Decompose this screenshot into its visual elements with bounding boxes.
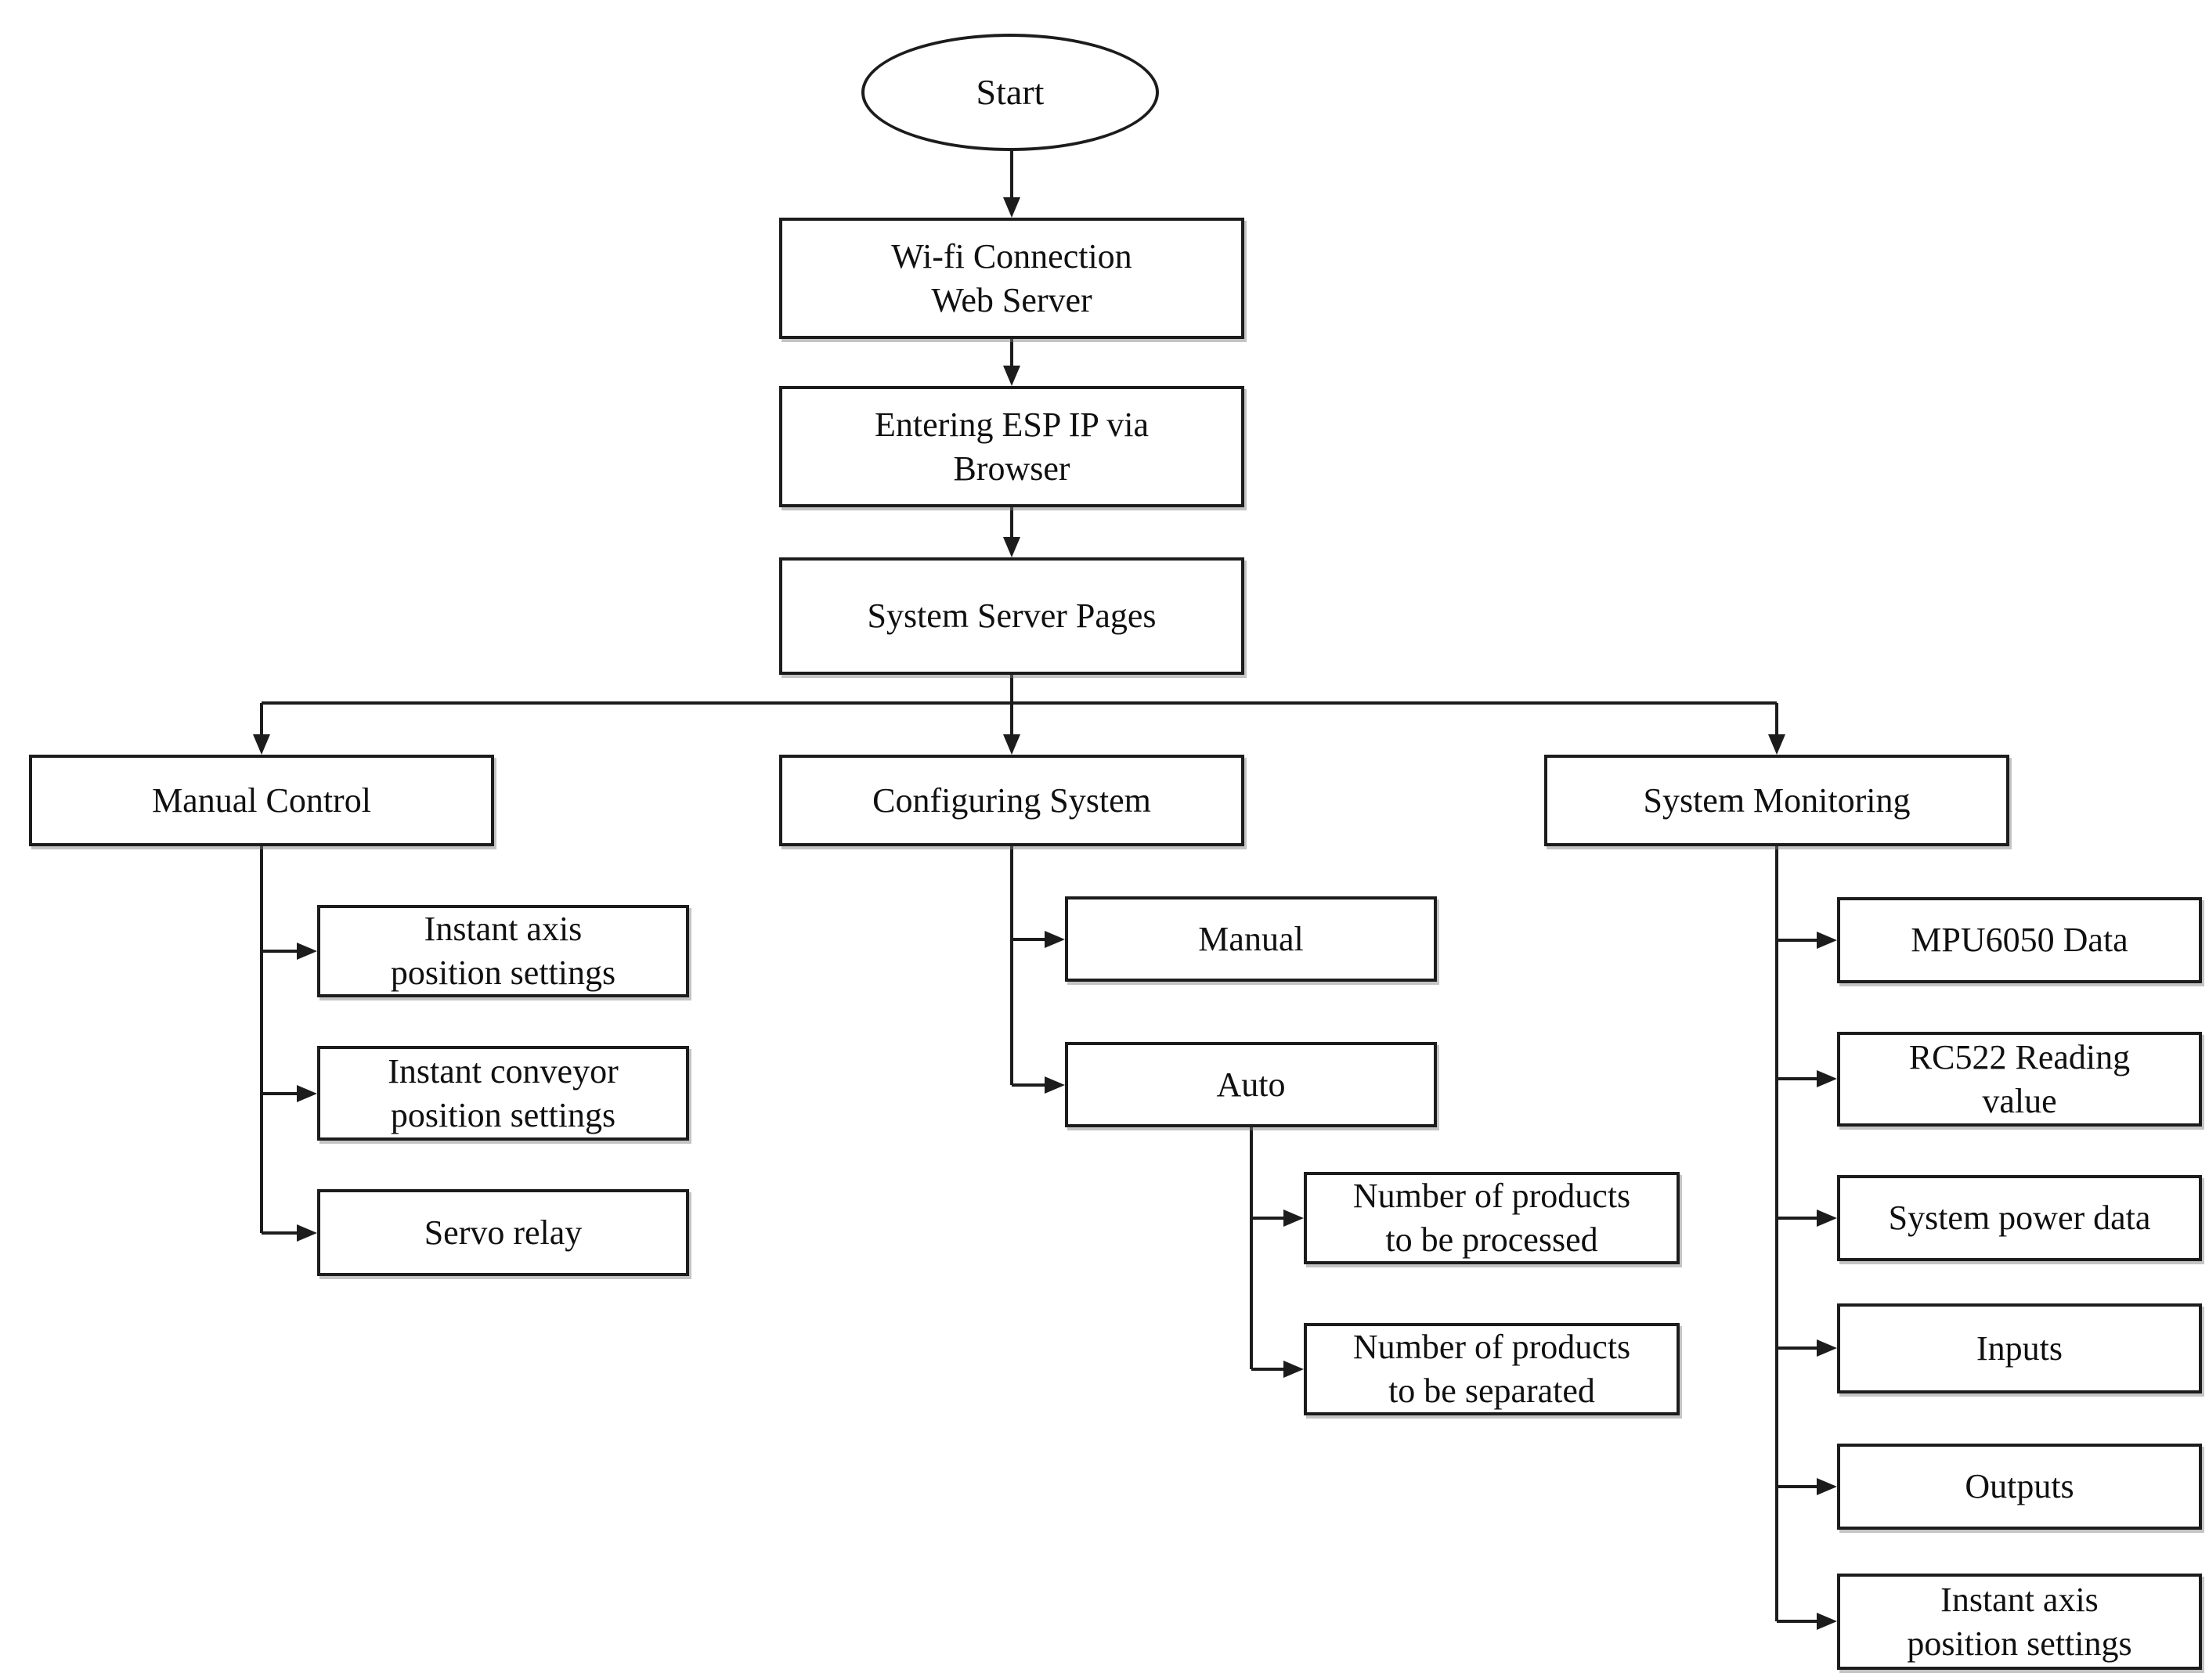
node-label: Instant axis	[424, 910, 583, 949]
node-label: MPU6050 Data	[1911, 921, 2128, 960]
node-label: value	[1982, 1081, 2057, 1120]
node-configuring-system: Configuring System	[779, 755, 1244, 846]
node-number-products-processed: Number of products to be processed	[1304, 1172, 1680, 1264]
node-label: System Monitoring	[1643, 781, 1911, 820]
node-label: Number of products	[1352, 1328, 1631, 1367]
node-label: Wi-fi Connection	[891, 236, 1132, 276]
node-label: Manual Control	[152, 781, 371, 820]
node-label: Number of products	[1352, 1177, 1631, 1216]
node-wifi-connection-web-server: Wi-fi Connection Web Server	[779, 218, 1244, 339]
node-label: Instant conveyor	[388, 1051, 619, 1091]
node-label: Manual	[1198, 919, 1304, 958]
node-manual-control: Manual Control	[29, 755, 494, 846]
node-system-server-pages: System Server Pages	[779, 557, 1244, 675]
node-label: Outputs	[1965, 1467, 2074, 1506]
node-mpu6050-data: MPU6050 Data	[1837, 897, 2202, 983]
edge-auto-children	[1250, 1127, 1304, 1378]
node-entering-esp-ip: Entering ESP IP via Browser	[779, 386, 1244, 507]
node-outputs: Outputs	[1837, 1444, 2202, 1530]
node-label: Browser	[953, 449, 1070, 488]
node-number-products-separated: Number of products to be separated	[1304, 1323, 1680, 1415]
node-rc522-reading-value: RC522 Reading value	[1837, 1032, 2202, 1127]
node-label: Auto	[1216, 1065, 1286, 1104]
edge-start-to-wifi	[1003, 150, 1020, 218]
edge-configuring-children	[1010, 846, 1065, 1094]
node-auto-mode: Auto	[1065, 1042, 1437, 1127]
node-label: position settings	[1907, 1624, 2132, 1663]
node-inputs: Inputs	[1837, 1303, 2202, 1393]
node-label: RC522 Reading	[1908, 1037, 2131, 1076]
edge-wifi-to-esp	[1003, 339, 1020, 386]
node-manual-mode: Manual	[1065, 896, 1437, 982]
node-label: Instant axis	[1940, 1580, 2099, 1619]
node-instant-conveyor-position-settings: Instant conveyor position settings	[317, 1046, 689, 1141]
node-label: to be separated	[1388, 1372, 1595, 1410]
node-label: Inputs	[1976, 1328, 2063, 1368]
node-start: Start	[861, 34, 1159, 151]
node-label: Start	[976, 71, 1045, 112]
node-system-power-data: System power data	[1837, 1175, 2202, 1261]
edge-ssp-to-branches	[253, 675, 1785, 755]
edge-manual-control-children	[260, 846, 317, 1242]
node-servo-relay: Servo relay	[317, 1189, 689, 1276]
node-instant-axis-position-settings-monitoring: Instant axis position settings	[1837, 1574, 2202, 1670]
node-system-monitoring: System Monitoring	[1544, 755, 2009, 846]
edge-monitoring-children	[1775, 846, 1837, 1630]
node-label: Servo relay	[424, 1213, 583, 1252]
node-instant-axis-position-settings: Instant axis position settings	[317, 905, 689, 997]
node-label: to be processed	[1385, 1220, 1598, 1259]
node-label: System power data	[1888, 1199, 2151, 1238]
node-label: Configuring System	[872, 781, 1151, 820]
node-label: position settings	[390, 954, 616, 992]
node-label: System Server Pages	[867, 597, 1157, 636]
edge-esp-to-ssp	[1003, 507, 1020, 557]
node-label: Web Server	[931, 280, 1092, 319]
node-label: Entering ESP IP via	[875, 405, 1149, 444]
node-label: position settings	[390, 1095, 616, 1134]
